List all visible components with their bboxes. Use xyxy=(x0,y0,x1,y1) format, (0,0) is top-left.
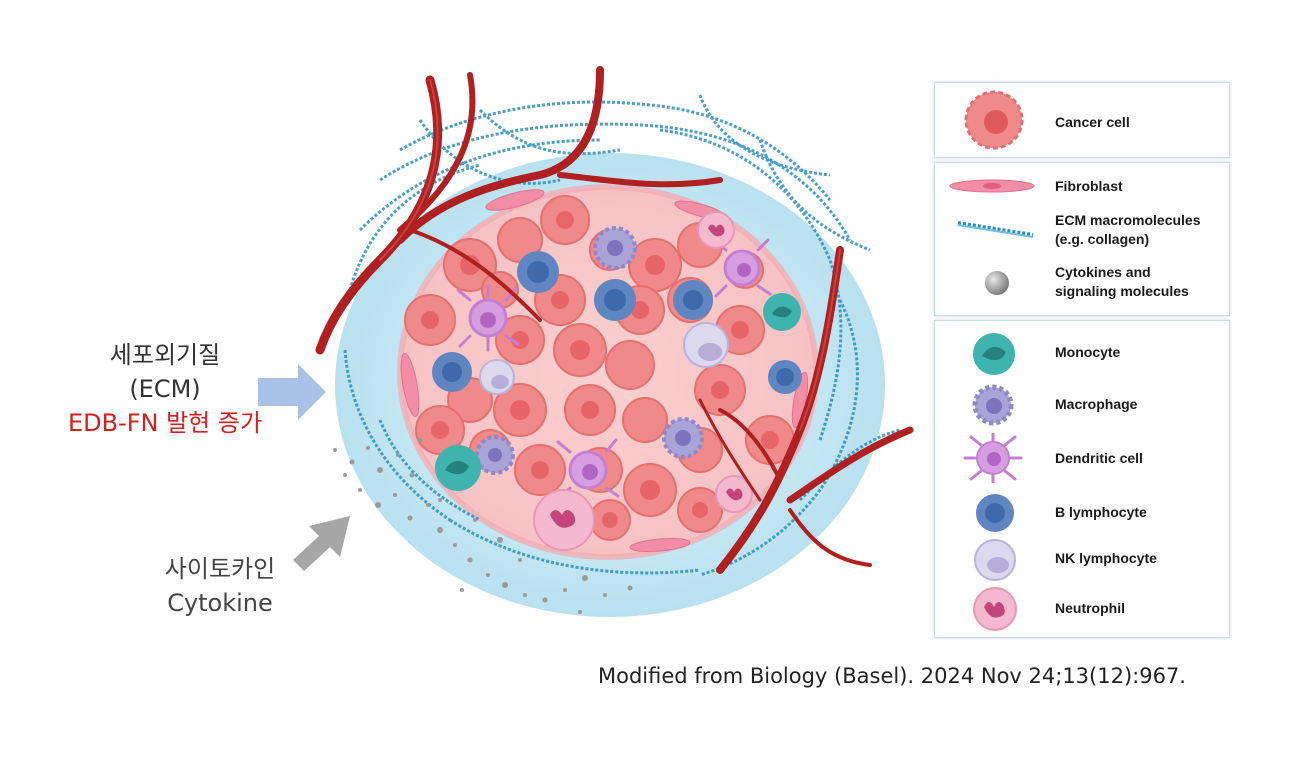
legend-label: Macrophage xyxy=(1055,396,1138,412)
legend-cytokines: Cytokines and signaling molecules xyxy=(935,259,1229,307)
b-lymphocyte-icon xyxy=(976,494,1014,532)
ecm-label-line1: 세포외기질 xyxy=(109,341,221,369)
legend-label: ECM macromolecules (e.g. collagen) xyxy=(1055,212,1201,247)
legend-ecm: ECM macromolecules (e.g. collagen) xyxy=(935,207,1229,251)
legend-label: Monocyte xyxy=(1055,344,1121,360)
collagen-fibers xyxy=(343,94,901,577)
legend-cancer-cell: Cancer cell xyxy=(935,83,1229,157)
legend-label: Neutrophil xyxy=(1055,600,1125,616)
cytokine-arrow xyxy=(293,516,350,571)
cytokine-particles xyxy=(333,437,633,614)
b-lymphocytes xyxy=(432,251,802,394)
ecm-label: 세포외기질 (ECM) EDB-FN 발현 증가 xyxy=(40,338,290,440)
legend-stroma-box: Fibroblast ECM macromolecules (e.g. coll… xyxy=(934,162,1230,316)
collagen-icon xyxy=(957,221,1034,238)
neutrophils xyxy=(533,211,753,551)
fibroblast-icon xyxy=(949,179,1035,193)
legend-nk-lymphocyte: NK lymphocyte xyxy=(935,537,1229,581)
source-caption: Modified from Biology (Basel). 2024 Nov … xyxy=(598,664,1186,688)
legend-macrophage: Macrophage xyxy=(935,381,1229,426)
legend-label: Dendritic cell xyxy=(1055,450,1143,466)
legend-label: Cancer cell xyxy=(1055,114,1130,130)
ecm-label-line2: (ECM) xyxy=(129,375,201,403)
nk-lymphocytes xyxy=(479,322,729,395)
edb-fn-label: EDB-FN 발현 증가 xyxy=(67,409,263,437)
legend-immune-box: Monocyte Macrophage Dendritic cell B lym… xyxy=(934,320,1230,638)
ecm-arrow xyxy=(258,364,326,420)
monocyte-icon xyxy=(973,333,1015,375)
macrophage-icon xyxy=(972,384,1014,426)
legend-label: B lymphocyte xyxy=(1055,504,1147,520)
legend-label: Fibroblast xyxy=(1055,178,1123,194)
monocytes xyxy=(435,293,801,491)
nk-lymphocyte-icon xyxy=(974,539,1016,581)
cytokine-label: 사이토카인 Cytokine xyxy=(110,552,330,620)
neutrophil-icon xyxy=(973,587,1017,631)
legend-monocyte: Monocyte xyxy=(935,331,1229,375)
legend-b-lymphocyte: B lymphocyte xyxy=(935,491,1229,533)
legend-neutrophil: Neutrophil xyxy=(935,585,1229,631)
rim-fibroblasts xyxy=(400,189,809,553)
cytokine-label-line2: Cytokine xyxy=(167,589,273,617)
legend-cancer-box: Cancer cell xyxy=(934,82,1230,158)
cytokine-icon xyxy=(985,271,1009,295)
legend-dendritic: Dendritic cell xyxy=(935,433,1229,483)
legend-fibroblast: Fibroblast xyxy=(935,171,1229,203)
cytokine-label-line1: 사이토카인 xyxy=(164,555,276,583)
legend-label: NK lymphocyte xyxy=(1055,550,1157,566)
dendritic-cell-icon xyxy=(963,433,1023,483)
cancer-cell-icon xyxy=(964,90,1024,150)
legend-label: Cytokines and signaling molecules xyxy=(1055,264,1189,299)
